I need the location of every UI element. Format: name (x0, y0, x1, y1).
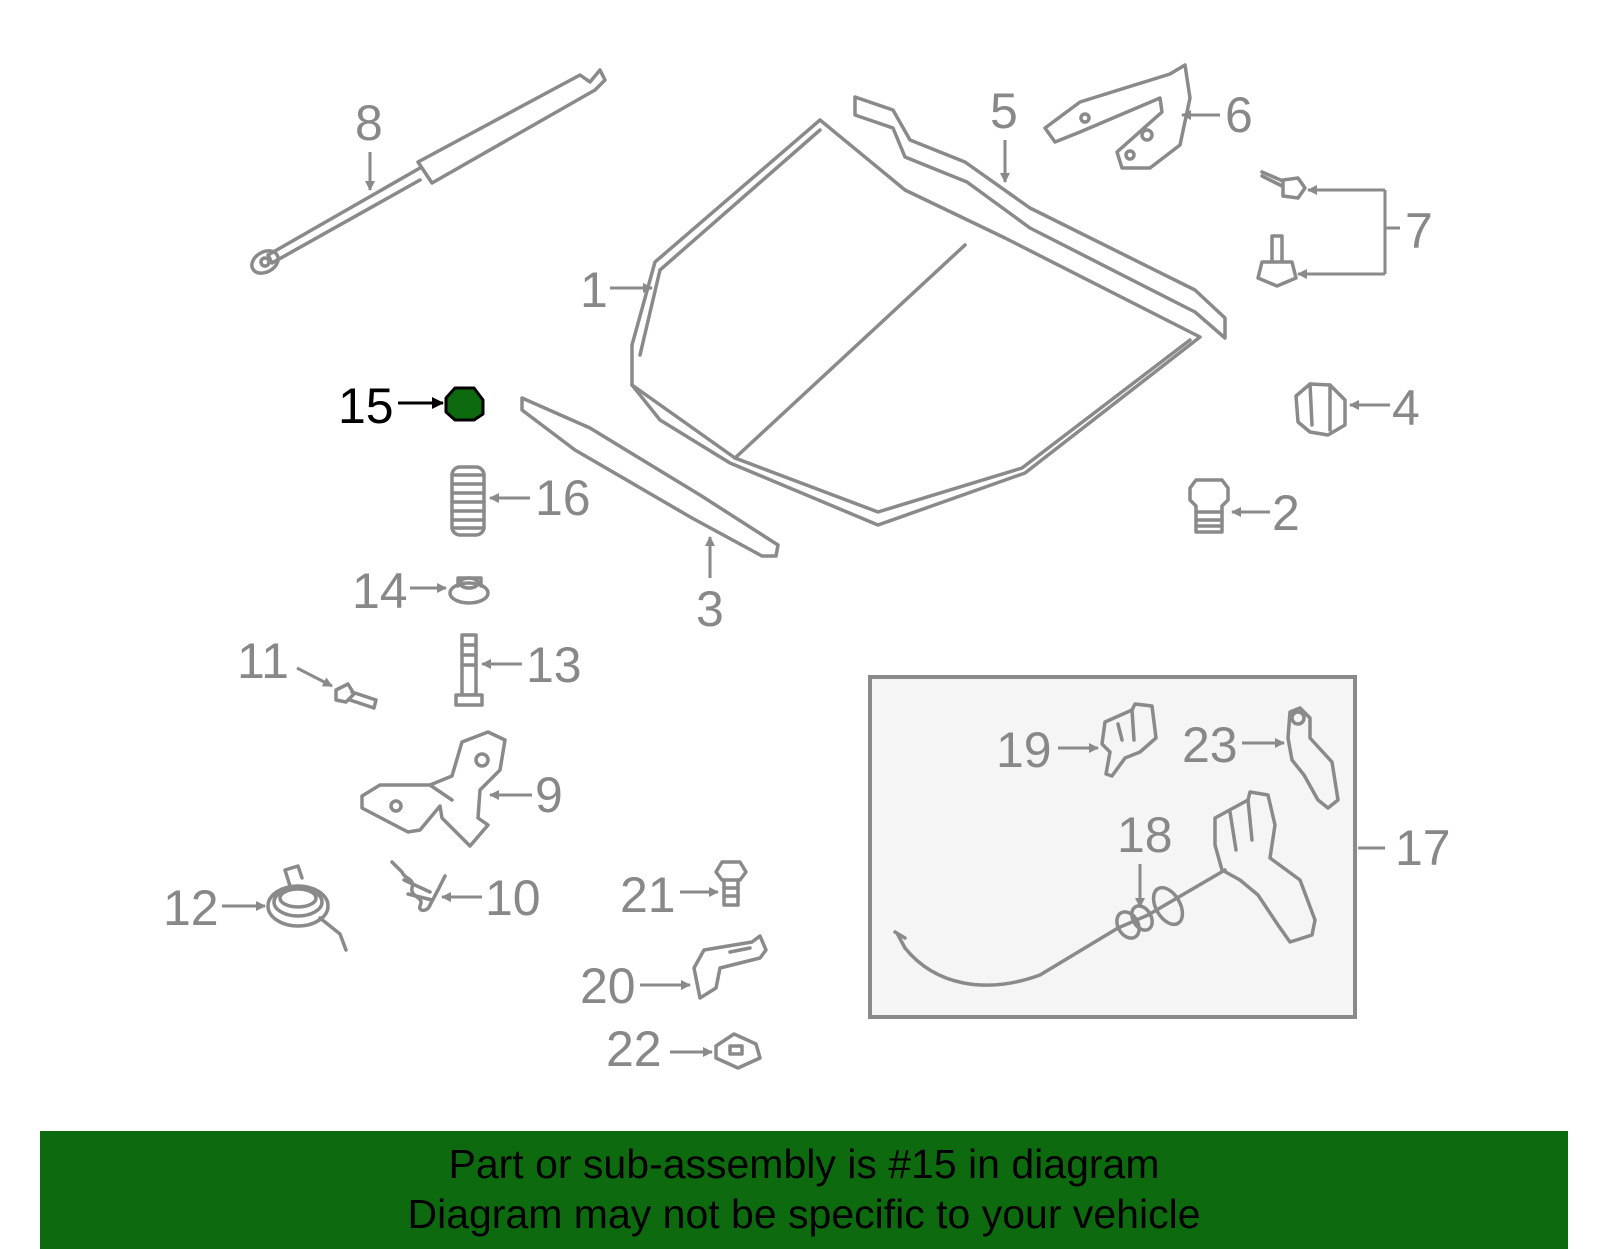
long-bolt-part[interactable] (454, 633, 484, 707)
clip-part[interactable] (1294, 382, 1347, 437)
callout-22: 22 (606, 1021, 662, 1077)
nut-clip-part[interactable] (714, 1032, 762, 1070)
callout-17: 17 (1395, 820, 1451, 876)
callout-15: 15 (338, 378, 394, 434)
small-bolt-part[interactable] (334, 682, 378, 710)
callout-4: 4 (1392, 380, 1420, 436)
hood-panel-part[interactable] (630, 118, 1202, 527)
bolt-pair-part[interactable] (1256, 170, 1307, 288)
callout-20: 20 (580, 958, 636, 1014)
parts-diagram: 1 5 6 7 8 15 3 (163, 63, 1451, 1077)
callout-21: 21 (620, 867, 676, 923)
callout-3: 3 (696, 581, 724, 637)
hood-strut-part[interactable] (248, 68, 607, 278)
callout-12: 12 (163, 880, 219, 936)
coil-spring-part[interactable] (450, 465, 486, 537)
rubber-stopper-part[interactable] (1188, 478, 1230, 534)
front-seal-strip-part[interactable] (520, 396, 780, 558)
latch-spring-part[interactable] (390, 860, 447, 913)
banner-line-part-number: Part or sub-assembly is #15 in diagram (448, 1141, 1160, 1187)
callout-1: 1 (580, 262, 608, 318)
callout-5: 5 (990, 83, 1018, 139)
callout-18: 18 (1117, 807, 1173, 863)
callout-8: 8 (355, 95, 383, 151)
hood-hinge-part[interactable] (1043, 63, 1192, 170)
callout-9: 9 (535, 767, 563, 823)
callout-10: 10 (485, 870, 541, 926)
callout-7: 7 (1405, 203, 1433, 259)
grommet-part[interactable] (448, 576, 490, 605)
callout-14: 14 (352, 563, 408, 619)
callout-19: 19 (996, 722, 1052, 778)
release-lever-part[interactable] (1286, 706, 1340, 810)
handle-bracket-part[interactable] (1100, 702, 1158, 778)
leader-11 (296, 666, 333, 688)
hood-bumper-highlighted-part[interactable] (444, 386, 485, 422)
latch-bracket-part[interactable] (360, 730, 507, 848)
torsion-spring-part[interactable] (266, 864, 348, 952)
banner-line-disclaimer: Diagram may not be specific to your vehi… (407, 1191, 1201, 1237)
callout-11: 11 (237, 633, 289, 689)
latch-plate-part[interactable] (692, 934, 768, 1000)
release-cable-part[interactable] (893, 790, 1317, 987)
callout-2: 2 (1272, 485, 1300, 541)
callout-13: 13 (526, 637, 582, 693)
callout-6: 6 (1225, 87, 1253, 143)
callout-16: 16 (535, 470, 591, 526)
callout-23: 23 (1182, 717, 1238, 773)
hood-seal-part[interactable] (853, 95, 1227, 340)
info-banner: Part or sub-assembly is #15 in diagram D… (40, 1131, 1568, 1249)
release-assembly-inset (868, 675, 1357, 1019)
flange-bolt-part[interactable] (714, 860, 748, 907)
